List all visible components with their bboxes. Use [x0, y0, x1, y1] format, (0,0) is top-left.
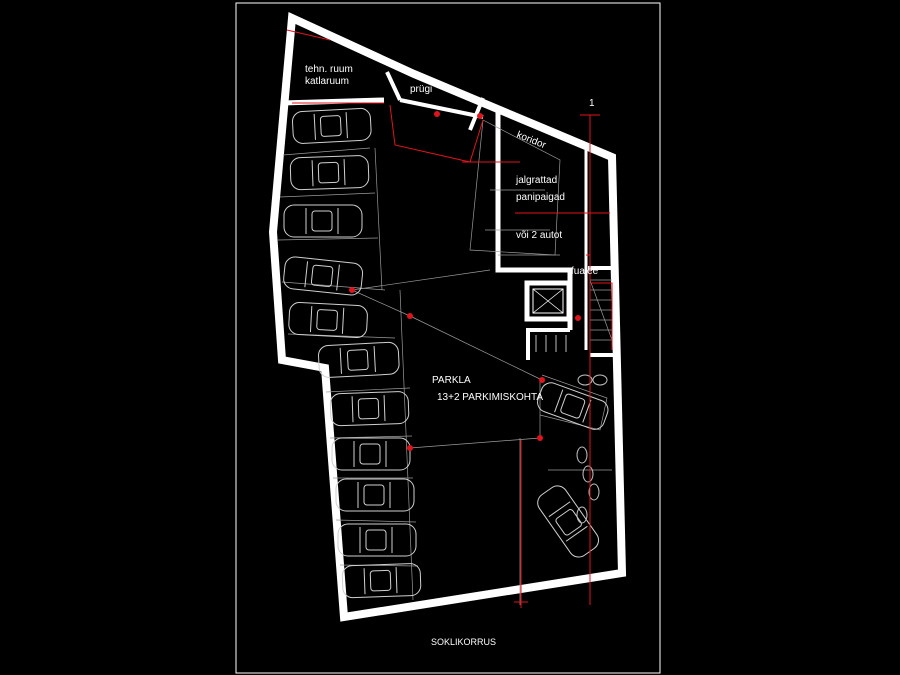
- car-icon-2: [289, 155, 370, 191]
- motorcycle-icons: [535, 335, 608, 524]
- section-lines: [286, 29, 613, 608]
- bicycle-room-label-2: panipaigad: [516, 192, 565, 203]
- parking-label-2: 13+2 PARKIMISKOHTA: [437, 392, 543, 403]
- car-icon-9: [335, 478, 415, 512]
- lobby-label: fuajee: [571, 266, 599, 277]
- section-marker: 1: [589, 98, 595, 109]
- car-icon-6: [318, 341, 400, 378]
- tech-room-label-1: tehn. ruum: [305, 64, 353, 75]
- car-icon-3: [283, 204, 363, 238]
- bicycle-room-label-3: või 2 autot: [516, 230, 562, 241]
- bicycle-room-label-1: jalgrattad: [515, 175, 557, 186]
- trash-room-label: prügi: [410, 84, 432, 95]
- car-icon-11: [341, 563, 422, 599]
- car-icon-13: [537, 485, 600, 558]
- floor-title: SOKLIKORRUS: [431, 637, 496, 647]
- car-icon-10: [337, 523, 417, 557]
- red-markers: [349, 111, 581, 451]
- car-icon-7: [329, 391, 410, 427]
- car-icon-1: [292, 107, 372, 144]
- car-icon-5: [288, 302, 368, 339]
- corridor-label: koridor: [515, 130, 548, 152]
- car-icon-4: [283, 256, 364, 296]
- sheet-border: [235, 2, 661, 674]
- car-icon-12: [537, 382, 609, 430]
- building-walls: [268, 11, 627, 622]
- car-icons: [283, 107, 609, 599]
- tech-room-label-2: katlaruum: [305, 76, 349, 87]
- cad-linework: [277, 119, 613, 605]
- parking-label-1: PARKLA: [432, 375, 471, 386]
- car-icon-8: [331, 437, 411, 471]
